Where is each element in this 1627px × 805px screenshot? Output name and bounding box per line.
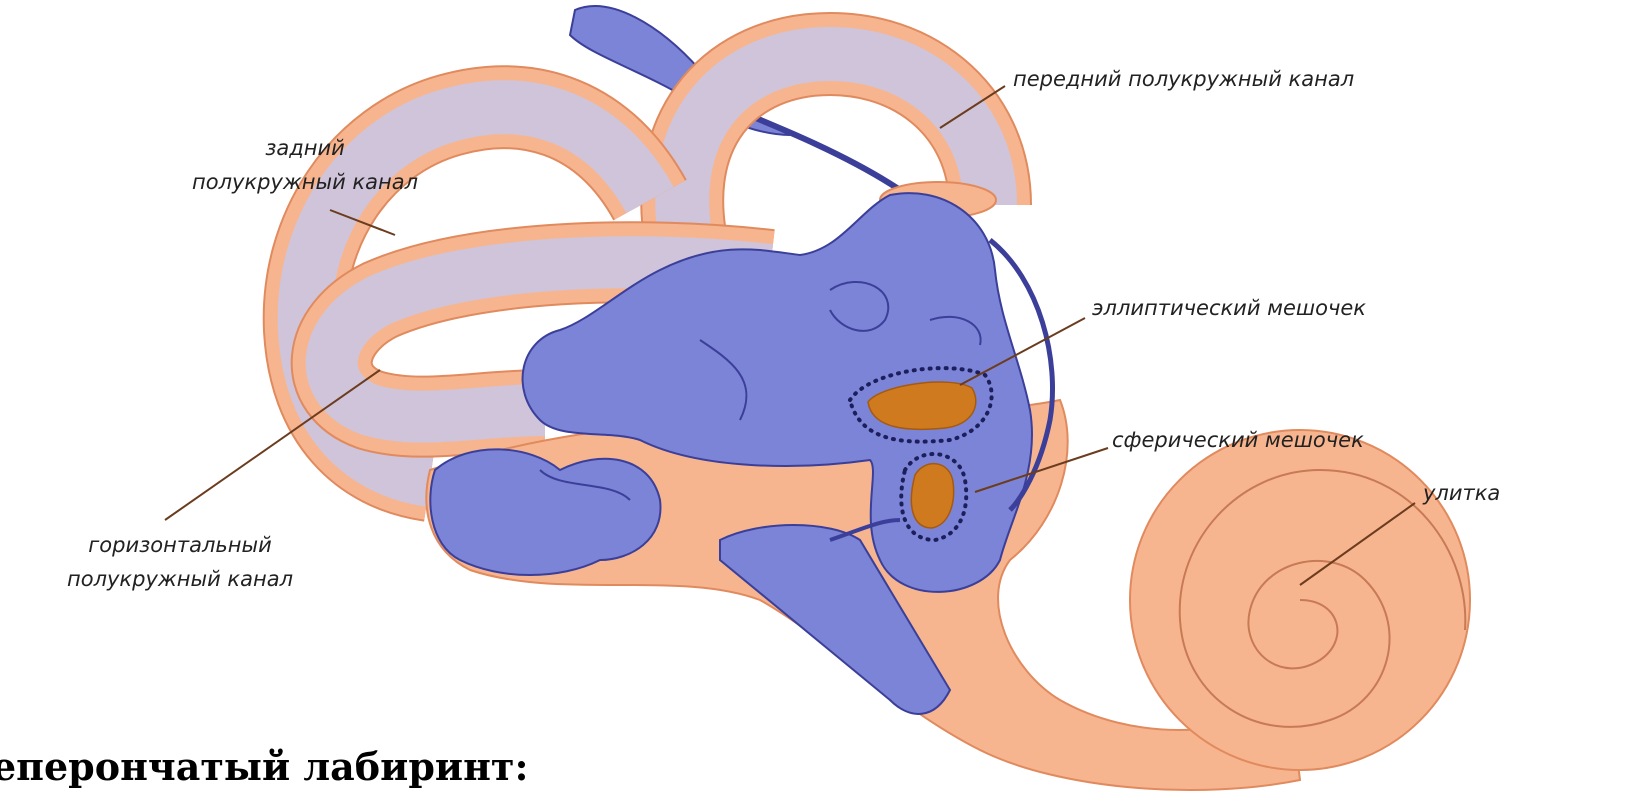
label-cochlea: улитка xyxy=(1423,480,1500,506)
label-horizontal-canal-line2: полукружный канал xyxy=(20,566,340,592)
label-anterior-canal: передний полукружный канал xyxy=(1013,66,1354,92)
label-posterior-canal-line2: полукружный канал xyxy=(185,169,425,195)
label-posterior-canal-line1: задний xyxy=(185,135,425,161)
label-horizontal-canal-line1: горизонтальный xyxy=(20,532,340,558)
label-saccule: сферический мешочек xyxy=(1112,427,1364,453)
label-utricle: эллиптический мешочек xyxy=(1092,295,1366,321)
caption-title: еперончатый лабиринт: xyxy=(0,744,528,789)
cochlea-shape xyxy=(1130,430,1470,770)
